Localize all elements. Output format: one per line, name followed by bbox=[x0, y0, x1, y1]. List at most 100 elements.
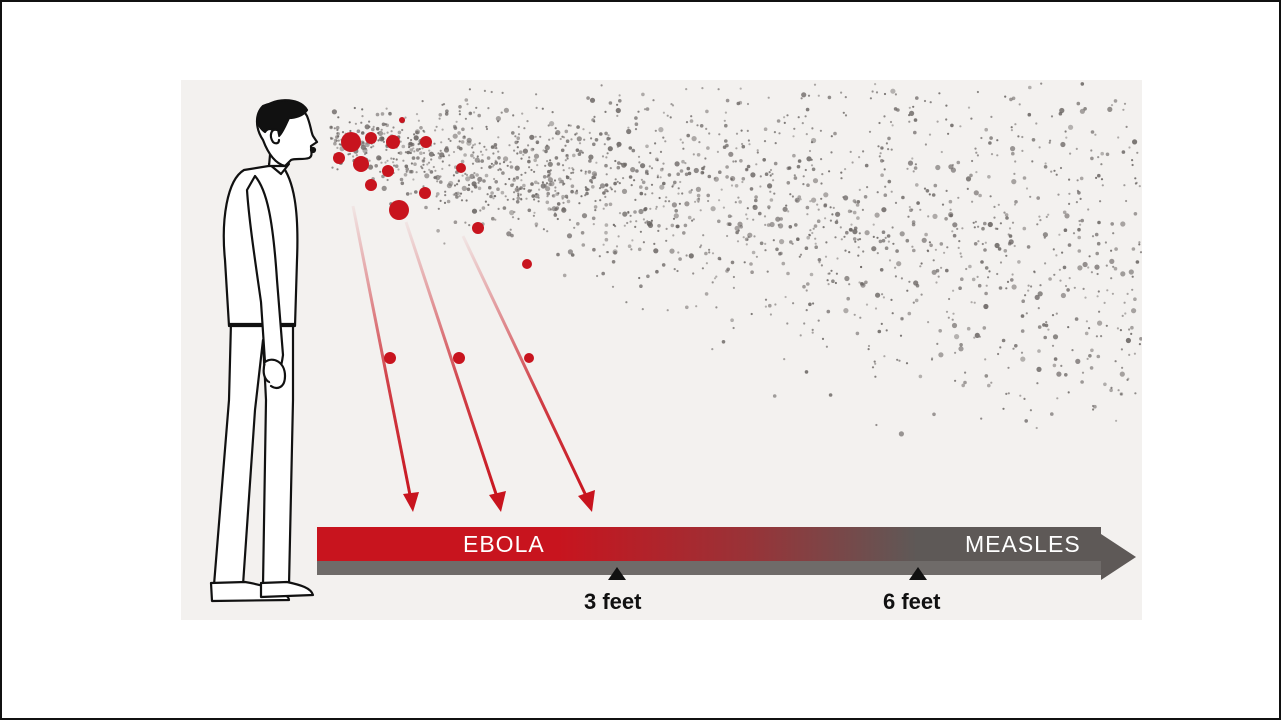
aerosol-particle bbox=[583, 139, 585, 141]
downward-red-arrow-icon bbox=[406, 222, 506, 512]
aerosol-particle bbox=[630, 215, 632, 217]
aerosol-particle bbox=[1097, 273, 1099, 275]
aerosol-particle bbox=[516, 186, 518, 188]
aerosol-particle bbox=[870, 97, 872, 99]
aerosol-particle bbox=[443, 103, 445, 105]
aerosol-particle bbox=[535, 136, 537, 138]
aerosol-particle bbox=[769, 171, 771, 173]
aerosol-particle bbox=[630, 167, 635, 172]
aerosol-particle bbox=[947, 133, 949, 135]
aerosol-particle bbox=[850, 224, 852, 226]
aerosol-particle bbox=[764, 140, 766, 142]
aerosol-particle bbox=[806, 156, 811, 161]
aerosol-particle bbox=[1102, 184, 1104, 186]
aerosol-particle bbox=[330, 126, 332, 128]
aerosol-particle bbox=[360, 122, 362, 124]
aerosol-particle bbox=[678, 187, 680, 189]
aerosol-particle bbox=[649, 165, 651, 167]
aerosol-particle bbox=[1005, 213, 1009, 217]
aerosol-particle bbox=[854, 314, 856, 316]
aerosol-particle bbox=[576, 190, 578, 192]
aerosol-particle bbox=[845, 96, 847, 98]
aerosol-particle bbox=[735, 184, 739, 188]
aerosol-particle bbox=[672, 104, 674, 106]
aerosol-particle bbox=[742, 177, 746, 181]
aerosol-particle bbox=[1043, 336, 1047, 340]
aerosol-particle bbox=[428, 150, 430, 152]
aerosol-particle bbox=[408, 146, 410, 148]
aerosol-particle bbox=[778, 132, 780, 134]
aerosol-particle bbox=[487, 107, 489, 109]
aerosol-particle bbox=[890, 299, 892, 301]
aerosol-particle bbox=[485, 126, 487, 128]
aerosol-particle bbox=[751, 313, 753, 315]
aerosol-particle bbox=[535, 93, 537, 95]
aerosol-particle bbox=[460, 193, 462, 195]
aerosol-particle bbox=[512, 216, 514, 218]
aerosol-particle bbox=[833, 207, 835, 209]
aerosol-particle bbox=[481, 167, 483, 169]
aerosol-particle bbox=[567, 200, 571, 204]
aerosol-particle bbox=[996, 273, 998, 275]
aerosol-particle bbox=[1009, 227, 1011, 229]
aerosol-particle bbox=[589, 179, 593, 183]
aerosol-particle bbox=[993, 206, 995, 208]
aerosol-particle bbox=[735, 231, 739, 235]
aerosol-particle bbox=[1087, 358, 1089, 360]
aerosol-particle bbox=[841, 238, 843, 240]
aerosol-particle bbox=[959, 343, 963, 347]
aerosol-particle bbox=[770, 222, 775, 227]
aerosol-particle bbox=[1120, 372, 1125, 377]
aerosol-particle bbox=[866, 186, 868, 188]
aerosol-particle bbox=[604, 111, 606, 113]
aerosol-particle bbox=[1047, 329, 1049, 331]
aerosol-particle bbox=[472, 151, 474, 153]
aerosol-particle bbox=[853, 211, 857, 215]
aerosol-particle bbox=[961, 227, 963, 229]
aerosol-particle bbox=[618, 99, 622, 103]
aerosol-particle bbox=[1019, 395, 1021, 397]
aerosol-particle bbox=[635, 128, 637, 130]
aerosol-particle bbox=[626, 222, 628, 224]
aerosol-particle bbox=[1030, 285, 1032, 287]
aerosol-particle bbox=[692, 136, 697, 141]
aerosol-particle bbox=[1088, 354, 1092, 358]
aerosol-particle bbox=[517, 197, 521, 201]
aerosol-particle bbox=[544, 165, 546, 167]
aerosol-particle bbox=[884, 193, 888, 197]
aerosol-particle bbox=[746, 239, 748, 241]
aerosol-particle bbox=[764, 243, 766, 245]
aerosol-particle bbox=[493, 195, 495, 197]
aerosol-particle bbox=[1075, 317, 1079, 321]
aerosol-particle bbox=[334, 127, 336, 129]
aerosol-particle bbox=[475, 173, 479, 177]
red-droplet-icon bbox=[389, 200, 409, 220]
aerosol-particle bbox=[472, 181, 477, 186]
aerosol-particle bbox=[836, 219, 838, 221]
aerosol-particle bbox=[480, 151, 482, 153]
aerosol-particle bbox=[996, 228, 998, 230]
aerosol-particle bbox=[1097, 242, 1101, 246]
aerosol-particle bbox=[604, 143, 606, 145]
aerosol-particle bbox=[640, 231, 642, 233]
aerosol-particle bbox=[671, 224, 675, 228]
aerosol-particle bbox=[572, 154, 576, 158]
aerosol-particle bbox=[416, 113, 418, 115]
aerosol-particle bbox=[1129, 269, 1134, 274]
aerosol-particle bbox=[927, 321, 929, 323]
aerosol-particle bbox=[493, 164, 495, 166]
aerosol-particle bbox=[935, 281, 937, 283]
aerosol-particle bbox=[754, 195, 758, 199]
aerosol-particle bbox=[715, 306, 717, 308]
aerosol-particle bbox=[789, 225, 793, 229]
aerosol-particle bbox=[868, 348, 870, 350]
aerosol-particle bbox=[875, 213, 880, 218]
aerosol-particle bbox=[1136, 260, 1140, 264]
aerosol-particle bbox=[461, 140, 465, 144]
aerosol-particle bbox=[735, 160, 737, 162]
aerosol-particle bbox=[783, 358, 785, 360]
aerosol-particle bbox=[404, 173, 408, 177]
aerosol-particle bbox=[604, 164, 608, 168]
aerosol-particle bbox=[546, 192, 550, 196]
aerosol-particle bbox=[1134, 392, 1136, 394]
